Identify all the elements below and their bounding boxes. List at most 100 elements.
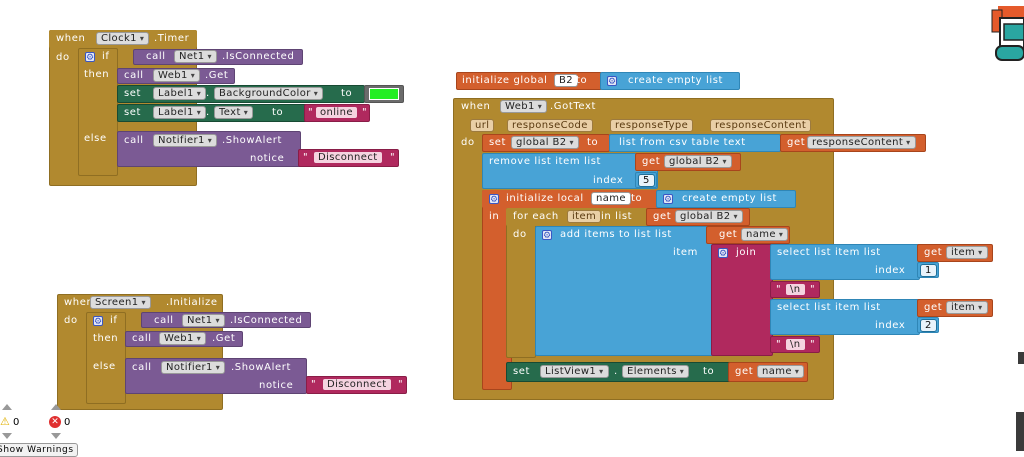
param-responsecode[interactable]: responseCode	[507, 119, 593, 132]
disconnect-string[interactable]: Disconnect	[322, 378, 392, 391]
join-block[interactable]	[711, 244, 773, 356]
get-method: .Get	[205, 70, 229, 81]
global-var-dropdown[interactable]: global B2	[511, 136, 579, 149]
loop-var-field[interactable]: item	[567, 210, 602, 223]
select-list-item-label: select list item list	[777, 302, 881, 313]
label1-dropdown[interactable]: Label1	[153, 87, 207, 100]
global-name-field[interactable]: B2	[554, 74, 579, 87]
quote-open: "	[776, 284, 782, 295]
mutator-gear-icon[interactable]: ⚙	[489, 194, 499, 205]
mutator-gear-icon[interactable]: ⚙	[718, 248, 728, 259]
do-label: do	[64, 315, 78, 326]
trash-can-icon[interactable]	[1014, 352, 1024, 451]
notifier-component-dropdown[interactable]: Notifier1	[161, 361, 226, 374]
net-component-dropdown[interactable]: Net1	[174, 50, 217, 63]
label1-dropdown[interactable]: Label1	[153, 106, 207, 119]
green-color-swatch[interactable]	[369, 88, 399, 100]
showalert-method: .ShowAlert	[222, 135, 282, 146]
remove-index-number[interactable]: 5	[638, 174, 655, 187]
initialize-global-label: initialize global	[462, 75, 548, 86]
name-var-dropdown[interactable]: name	[757, 365, 805, 378]
quote-close: "	[362, 107, 368, 118]
newline-string[interactable]: \n	[785, 338, 806, 351]
item-var-dropdown[interactable]: item	[946, 246, 988, 259]
warnings-next-arrow-icon[interactable]	[2, 433, 12, 439]
get-label: get	[642, 156, 661, 167]
quote-close: "	[810, 284, 816, 295]
warnings-prev-arrow-icon[interactable]	[2, 404, 12, 410]
mutator-gear-icon[interactable]: ⚙	[93, 316, 103, 327]
remove-list-item-block[interactable]	[482, 153, 658, 189]
web-component-dropdown[interactable]: Web1	[159, 332, 207, 345]
dot-separator: .	[614, 366, 618, 377]
index-label: index	[875, 320, 906, 331]
if-block[interactable]	[86, 312, 126, 404]
if-label: if	[110, 315, 118, 326]
call-label: call	[124, 70, 144, 81]
to-label: to	[341, 88, 353, 99]
quote-close: "	[398, 379, 404, 390]
responsecontent-dropdown[interactable]: responseContent	[807, 136, 916, 149]
net-component-dropdown[interactable]: Net1	[182, 314, 225, 327]
show-warnings-button[interactable]: Show Warnings	[0, 443, 78, 457]
mutator-gear-icon[interactable]: ⚙	[542, 230, 552, 241]
create-empty-list-block[interactable]	[656, 190, 796, 208]
notifier-component-dropdown[interactable]: Notifier1	[153, 134, 218, 147]
set-label: set	[489, 137, 507, 148]
csv-label: list from csv table text	[619, 137, 746, 148]
quote-close: "	[390, 152, 396, 163]
clock-component-dropdown[interactable]: Clock1	[96, 32, 150, 45]
when-label: when	[64, 297, 94, 308]
global-var-dropdown[interactable]: global B2	[664, 155, 732, 168]
web-component-dropdown[interactable]: Web1	[500, 100, 548, 113]
get-label: get	[787, 137, 806, 148]
dot-separator: .	[206, 107, 210, 118]
local-name-field[interactable]: name	[591, 192, 631, 205]
param-responsecontent[interactable]: responseContent	[710, 119, 812, 132]
else-label: else	[93, 361, 116, 372]
screen-component-dropdown[interactable]: Screen1	[90, 296, 151, 309]
to-label: to	[272, 107, 284, 118]
get-label: get	[924, 302, 943, 313]
index-number-2[interactable]: 2	[920, 319, 937, 332]
create-empty-list-block[interactable]	[600, 72, 740, 90]
mutator-gear-icon[interactable]: ⚙	[663, 194, 673, 205]
dot-separator: .	[206, 88, 210, 99]
if-block[interactable]	[78, 48, 118, 176]
get-label: get	[924, 247, 943, 258]
mutator-gear-icon[interactable]: ⚙	[85, 52, 95, 63]
mutator-gear-icon[interactable]: ⚙	[607, 76, 617, 87]
index-number-1[interactable]: 1	[920, 264, 937, 277]
else-label: else	[84, 133, 107, 144]
listview-dropdown[interactable]: ListView1	[540, 365, 609, 378]
for-each-block[interactable]	[506, 208, 536, 358]
in-label: in	[489, 211, 500, 222]
errors-prev-arrow-icon[interactable]	[51, 404, 61, 410]
in-list-label: in list	[601, 211, 633, 222]
to-label: to	[631, 193, 643, 204]
global-var-dropdown[interactable]: global B2	[675, 210, 743, 223]
newline-string[interactable]: \n	[785, 283, 806, 296]
text-property-dropdown[interactable]: Text	[214, 106, 254, 119]
errors-next-arrow-icon[interactable]	[51, 433, 61, 439]
online-string[interactable]: online	[315, 106, 358, 119]
param-url[interactable]: url	[470, 119, 495, 132]
to-label: to	[587, 137, 599, 148]
get-label: get	[719, 229, 738, 240]
disconnect-string[interactable]: Disconnect	[313, 151, 383, 164]
remove-list-item-label: remove list item list	[489, 156, 602, 167]
add-items-to-list-block[interactable]	[535, 226, 713, 356]
web-component-dropdown[interactable]: Web1	[153, 69, 201, 82]
backgroundcolor-dropdown[interactable]: BackgroundColor	[214, 87, 324, 100]
item-var-dropdown[interactable]: item	[946, 301, 988, 314]
index-label: index	[593, 175, 624, 186]
backpack-icon[interactable]	[990, 2, 1024, 64]
param-responsetype[interactable]: responseType	[610, 119, 694, 132]
select-list-item-block-2[interactable]	[770, 299, 920, 335]
name-var-dropdown[interactable]: name	[741, 228, 789, 241]
showalert-method: .ShowAlert	[231, 362, 291, 373]
for-each-label: for each	[513, 211, 559, 222]
elements-property-dropdown[interactable]: Elements	[622, 365, 690, 378]
call-label: call	[132, 333, 152, 344]
do-label: do	[56, 52, 70, 63]
